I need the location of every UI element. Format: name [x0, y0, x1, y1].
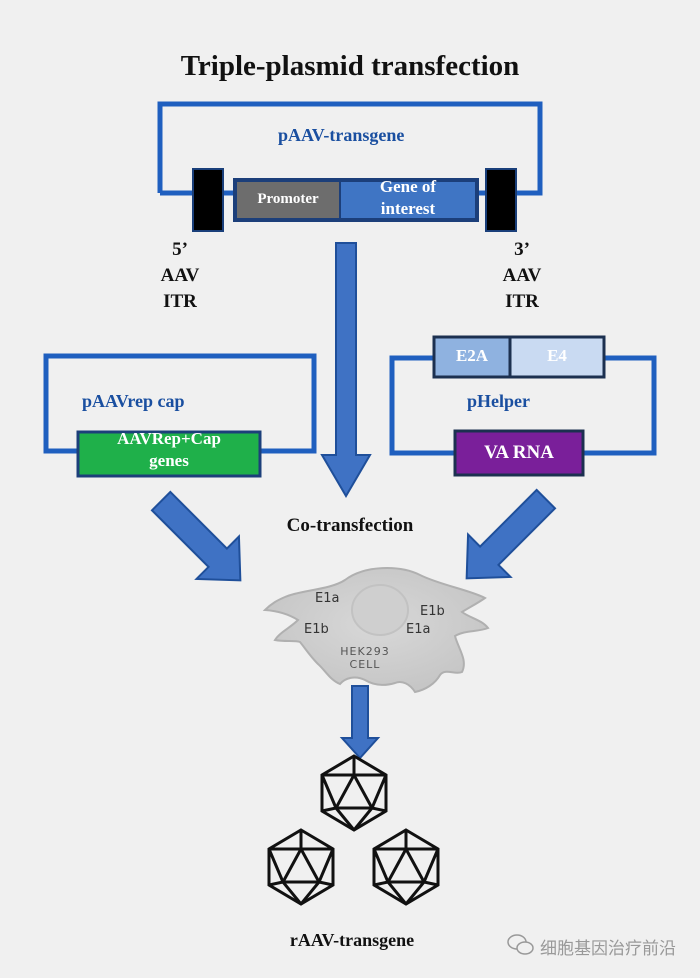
pHelper-backbone — [389, 355, 657, 456]
arrow-down-center — [320, 242, 372, 498]
hek293-line1: HEK293 — [340, 645, 390, 658]
arrow-down-capsid — [339, 685, 381, 760]
wechat-icon — [507, 934, 534, 955]
itr-right-end: 3’ — [514, 239, 530, 260]
pAAVrepcap-label: pAAVrep cap — [82, 391, 185, 411]
pAAV-transgene-label: pAAV-transgene — [278, 125, 405, 145]
promoter-box — [237, 182, 339, 218]
rep-cap-label: AAVRep+Cap genes — [78, 428, 260, 472]
e2a-label: E2A — [455, 346, 489, 365]
va-rna-box — [453, 429, 585, 477]
itr-left-itr: ITR — [163, 291, 197, 312]
itr-left-aav: AAV — [160, 265, 200, 286]
capsid-icon-right — [372, 828, 440, 906]
pHelper-label: pHelper — [467, 391, 530, 411]
itr-left-block — [192, 168, 224, 232]
rep-cap-line1: AAVRep+Cap — [117, 429, 221, 448]
itr-right-block — [485, 168, 517, 232]
cell-label-e1b-right: E1b — [420, 604, 445, 619]
gene-of-interest-box — [341, 182, 475, 218]
e4-box — [508, 335, 606, 379]
capsid-icon-left — [267, 828, 335, 906]
pAAV-transgene-backbone — [157, 101, 543, 196]
cell-label-e1a-left: E1a — [315, 591, 340, 606]
itr-left-end: 5’ — [172, 239, 188, 260]
cell-nucleus — [351, 584, 409, 636]
arrow-diagonal-right — [465, 488, 557, 580]
itr-right-label: 3’ AAV ITR — [492, 237, 552, 315]
watermark-text: 细胞基因治疗前沿 — [540, 939, 676, 959]
rAAV-transgene-label: rAAV-transgene — [289, 930, 415, 950]
diagram-title: Triple-plasmid transfection — [180, 50, 520, 82]
arrow-diagonal-left — [150, 490, 242, 582]
cell-label-e1a-right: E1a — [406, 622, 431, 637]
gene-of-interest-line1: Gene of — [379, 177, 437, 196]
itr-left-label: 5’ AAV ITR — [150, 237, 210, 315]
rep-cap-line2: genes — [149, 451, 189, 470]
hek293-cell-label: HEK293 CELL — [335, 645, 395, 671]
e4-label: E4 — [547, 346, 567, 365]
e2a-box — [432, 335, 512, 379]
va-rna-label: VA RNA — [484, 442, 554, 463]
gene-of-interest-label: Gene of interest — [341, 176, 475, 220]
hek293-line2: CELL — [349, 658, 381, 671]
rep-cap-box — [76, 430, 262, 478]
gene-of-interest-line2: interest — [380, 199, 436, 218]
pAAVrepcap-backbone — [43, 353, 317, 454]
capsid-icon-top — [320, 754, 388, 832]
cell-label-e1b-left: E1b — [304, 622, 329, 637]
itr-right-itr: ITR — [505, 291, 539, 312]
itr-right-aav: AAV — [502, 265, 542, 286]
cotransfection-label: Co-transfection — [286, 515, 414, 536]
promoter-label: Promoter — [257, 191, 319, 207]
